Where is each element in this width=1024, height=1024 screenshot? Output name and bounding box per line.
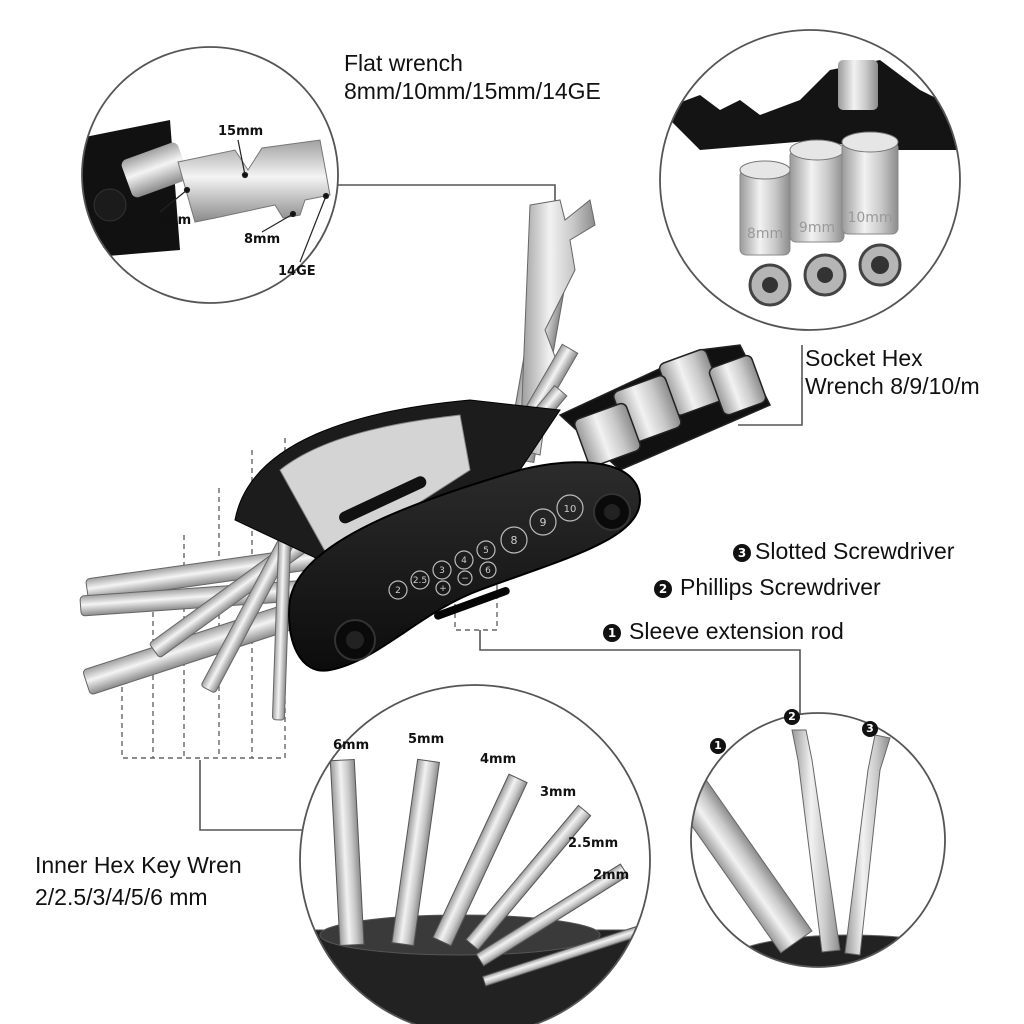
marking-minus: − — [457, 570, 473, 586]
socket-size-engravings: 8mm 9mm 10mm — [747, 210, 893, 242]
svg-text:10mm: 10mm — [847, 210, 892, 226]
marking-3: 3 — [432, 560, 452, 580]
marking-2.5: 2.5 — [410, 570, 430, 590]
hex-label-3mm: 3mm — [540, 785, 577, 800]
svg-text:10: 10 — [564, 504, 577, 515]
hex-6 — [329, 758, 365, 947]
driver-badge-2: 2 — [784, 709, 800, 725]
hex-4 — [432, 773, 528, 947]
marking-4: 4 — [454, 550, 474, 570]
badge-3: 3 — [733, 543, 751, 562]
svg-text:6: 6 — [485, 566, 491, 576]
socket-row — [558, 344, 772, 471]
socket-hex-line2: Wrench 8/9/10/m — [805, 373, 980, 399]
wrench-label-10mm: 10mm — [146, 213, 192, 228]
badge-2: 2 — [654, 579, 672, 598]
svg-text:5: 5 — [483, 546, 489, 556]
marking-10: 10 — [556, 494, 584, 522]
marking-5: 5 — [476, 540, 496, 560]
phillips-bit — [791, 729, 841, 953]
flat-wrench-title: Flat wrench — [344, 50, 463, 76]
socket-8 — [739, 160, 791, 256]
slotted-screwdriver-label: Slotted Screwdriver — [755, 538, 955, 564]
driver-badge-1: 1 — [710, 738, 726, 754]
nuts — [748, 243, 902, 307]
wrench-label-14ge: 14GE — [278, 264, 316, 279]
svg-text:4: 4 — [461, 556, 467, 566]
zoom-circle-hex-keys — [299, 684, 651, 1024]
phillips-screwdriver-callout: 2 Phillips Screwdriver — [654, 574, 881, 602]
hex-3 — [465, 804, 592, 951]
marking-8: 8 — [500, 526, 528, 554]
badge-1: 1 — [603, 623, 621, 642]
driver-badge-3: 3 — [862, 721, 878, 737]
sleeve-extension-label: Sleeve extension rod — [629, 618, 844, 644]
marking-9: 9 — [529, 508, 557, 536]
wrench-label-15mm: 15mm — [218, 124, 264, 139]
hex-label-4mm: 4mm — [480, 752, 517, 767]
hex-label-2.5mm: 2.5mm — [568, 836, 619, 851]
wrench-label-8mm: 8mm — [244, 232, 281, 247]
hex-2.5 — [475, 863, 629, 967]
svg-text:8mm: 8mm — [747, 226, 783, 242]
sleeve-extension-callout: 1 Sleeve extension rod — [603, 618, 844, 646]
extension-rod — [691, 766, 813, 954]
zoom-circle-flat-wrench — [81, 46, 339, 304]
hex-label-6mm: 6mm — [333, 738, 370, 753]
svg-text:8: 8 — [511, 534, 518, 547]
body-size-markings: 2 2.5 3 4 5 6 8 9 10 + − — [388, 494, 584, 600]
zoom-circle-sockets: 8mm 9mm 10mm — [659, 29, 961, 331]
marking-6: 6 — [479, 561, 497, 579]
marking-2: 2 — [388, 580, 408, 600]
svg-text:2.5: 2.5 — [413, 576, 427, 586]
tool-body: 2 2.5 3 4 5 6 8 9 10 + − — [234, 399, 642, 672]
marking-plus: + — [435, 580, 451, 596]
svg-text:9mm: 9mm — [799, 220, 835, 236]
hex-5 — [391, 758, 440, 947]
socket-10 — [841, 131, 899, 235]
svg-text:3: 3 — [439, 566, 445, 576]
hex-label-5mm: 5mm — [408, 732, 445, 747]
svg-text:−: − — [461, 574, 469, 584]
svg-text:+: + — [439, 584, 447, 594]
flat-wrench-sizes: 8mm/10mm/15mm/14GE — [344, 78, 601, 104]
inner-hex-line2: 2/2.5/3/4/5/6 mm — [35, 884, 208, 910]
phillips-screwdriver-label: Phillips Screwdriver — [680, 574, 881, 600]
svg-text:9: 9 — [540, 516, 547, 529]
hex-label-2mm: 2mm — [593, 868, 630, 883]
inner-hex-line1: Inner Hex Key Wren — [35, 852, 242, 878]
socket-hex-line1: Socket Hex — [805, 345, 923, 371]
slotted-bit — [844, 734, 891, 956]
svg-text:2: 2 — [395, 586, 401, 596]
zoom-circle-screwdrivers — [690, 712, 946, 968]
